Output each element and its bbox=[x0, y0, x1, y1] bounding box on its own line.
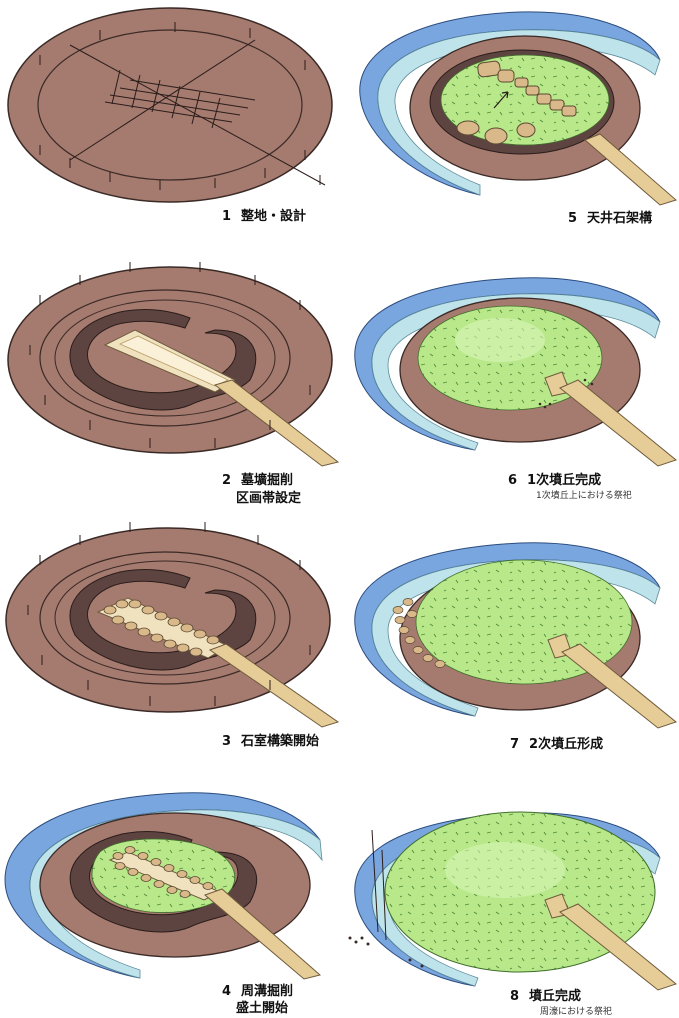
caption-step-4: 4 周溝掘削 盛土開始 bbox=[222, 983, 293, 1016]
caption-step-5: 5 天井石架構 bbox=[568, 210, 652, 226]
step-number: 5 bbox=[568, 211, 577, 226]
step-title: 墳丘完成 bbox=[529, 988, 581, 1004]
panel-step-2: 2 墓壙掘削 区画帯設定 bbox=[8, 262, 338, 506]
panel-step-5: 5 天井石架構 bbox=[360, 12, 676, 226]
step-title: 1次墳丘完成 bbox=[527, 472, 601, 488]
step-number: 1 bbox=[222, 209, 231, 224]
step-number: 6 bbox=[508, 473, 517, 488]
panel-step-6: 6 1次墳丘完成 1次墳丘上における祭祀 bbox=[355, 278, 676, 501]
step-number: 3 bbox=[222, 734, 231, 749]
caption-step-8: 8 墳丘完成 周濠における祭祀 bbox=[510, 988, 612, 1017]
ground-plot bbox=[8, 8, 332, 202]
step-title-line2: 区画帯設定 bbox=[236, 490, 301, 506]
caption-step-7: 7 2次墳丘形成 bbox=[510, 736, 603, 752]
mound-highlight bbox=[445, 842, 565, 898]
panel-step-4: 4 周溝掘削 盛土開始 bbox=[5, 793, 322, 1016]
svg-text:1整地・設計: 1 整地・設計 bbox=[222, 208, 306, 224]
caption-step-1: 1 整地・設計 bbox=[222, 208, 306, 224]
panel-step-7: 7 2次墳丘形成 bbox=[355, 543, 676, 752]
step-title: 周溝掘削 bbox=[241, 983, 293, 999]
step-title: 石室構築開始 bbox=[240, 733, 319, 749]
panel-step-8: 8 墳丘完成 周濠における祭祀 bbox=[349, 812, 677, 1017]
caption-step-6: 6 1次墳丘完成 1次墳丘上における祭祀 bbox=[508, 472, 632, 501]
panel-step-3: 3 石室構築開始 bbox=[6, 522, 338, 749]
step-number: 4 bbox=[222, 984, 231, 999]
step-subtitle: 周濠における祭祀 bbox=[540, 1005, 612, 1017]
step-title-line2: 盛土開始 bbox=[236, 1000, 288, 1016]
panel-step-1: 1 整地・設計 bbox=[8, 8, 332, 224]
step-title: 2次墳丘形成 bbox=[529, 736, 603, 752]
mound-highlight bbox=[455, 318, 545, 362]
entrance-path bbox=[585, 134, 676, 205]
step-title: 天井石架構 bbox=[587, 210, 652, 226]
step-number: 7 bbox=[510, 737, 519, 752]
step-number: 2 bbox=[222, 473, 231, 488]
step-subtitle: 1次墳丘上における祭祀 bbox=[536, 489, 632, 501]
caption-step-2: 2 墓壙掘削 区画帯設定 bbox=[222, 472, 301, 506]
step-title: 墓壙掘削 bbox=[240, 472, 293, 488]
caption-step-3: 3 石室構築開始 bbox=[222, 733, 319, 749]
step-number: 8 bbox=[510, 989, 519, 1004]
step-title: 整地・設計 bbox=[240, 208, 306, 224]
